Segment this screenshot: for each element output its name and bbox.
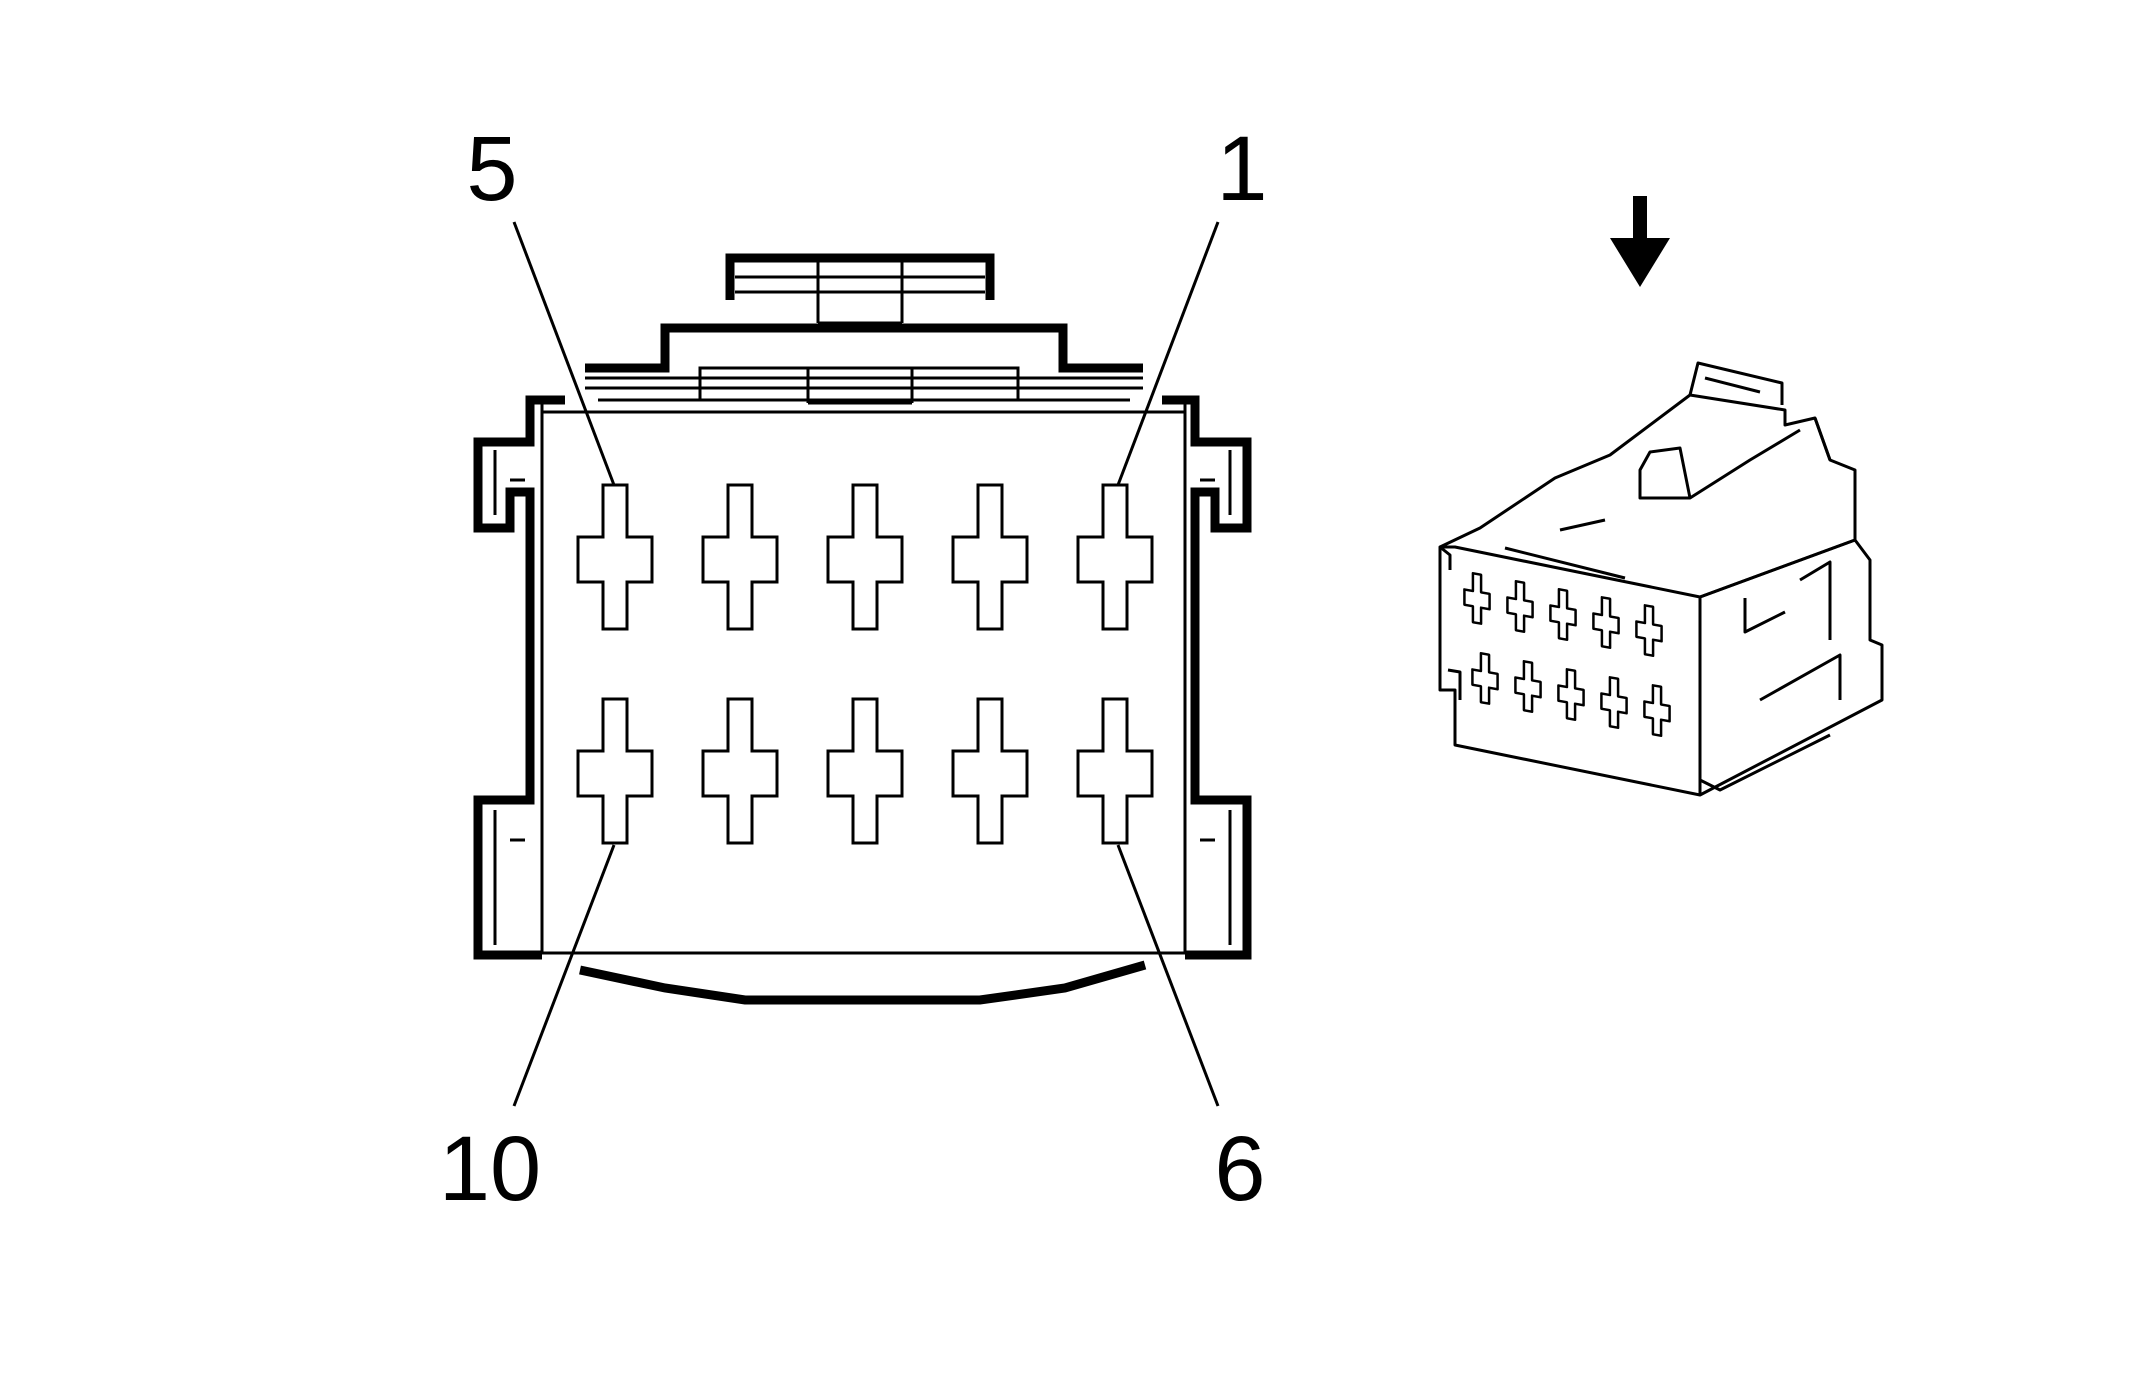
pin-cavity	[701, 483, 779, 631]
right-frame-inner	[1200, 450, 1232, 945]
iso-pin-cavity	[1635, 604, 1663, 658]
left-frame-inner	[493, 450, 525, 945]
pin-cavity	[951, 483, 1029, 631]
iso-top-latch	[1504, 361, 1801, 580]
iso-side-face	[1699, 417, 1884, 797]
pin-label-10: 10	[439, 1118, 541, 1220]
iso-top-face	[1439, 393, 1857, 599]
iso-pin-cavity	[1643, 684, 1671, 738]
iso-left-edge-details	[1439, 545, 1462, 700]
iso-side-ribs	[1699, 560, 1842, 792]
face-pin-grid	[576, 483, 1154, 845]
pin-cavity	[576, 483, 654, 631]
arrow-down-icon	[1610, 196, 1670, 287]
iso-pin-cavity	[1471, 652, 1499, 705]
leader-line-pin-6	[1116, 844, 1220, 1107]
iso-pin-cavity	[1506, 580, 1534, 633]
latch-inner-lines	[735, 262, 985, 325]
pin-label-6: 6	[1214, 1118, 1265, 1220]
iso-pin-cavity	[1557, 668, 1585, 721]
iso-pin-cavity	[1600, 676, 1628, 729]
connector-face-view	[473, 221, 1252, 1107]
pin-cavity	[1076, 483, 1154, 631]
connector-isometric-view	[1438, 196, 1884, 797]
housing-top-step	[585, 323, 1143, 373]
pin-cavity	[826, 697, 904, 845]
pin-cavity	[1076, 697, 1154, 845]
iso-pin-cavity	[1514, 660, 1542, 713]
bottom-curve	[579, 960, 1147, 1005]
pin-cavity	[826, 483, 904, 631]
pin-label-1: 1	[1216, 118, 1267, 220]
pin-label-5: 5	[466, 118, 517, 220]
iso-pin-cavity	[1592, 596, 1620, 649]
iso-pin-cavity	[1549, 588, 1577, 641]
pin-cavity	[576, 697, 654, 845]
housing-top-thin-lines	[585, 376, 1143, 402]
center-tab	[698, 366, 1020, 405]
pin-cavity	[951, 697, 1029, 845]
leader-line-pin-5	[512, 221, 616, 486]
leader-line-pin-1	[1116, 221, 1220, 486]
top-latch-outline	[725, 253, 995, 300]
right-frame	[1162, 395, 1252, 960]
iso-front-face	[1438, 545, 1702, 797]
iso-pin-cavity	[1463, 572, 1491, 625]
iso-pin-grid	[1463, 572, 1671, 738]
leader-line-pin-10	[512, 844, 616, 1107]
pin-cavity	[701, 697, 779, 845]
face-main-body	[540, 400, 1187, 955]
left-frame	[473, 395, 565, 960]
